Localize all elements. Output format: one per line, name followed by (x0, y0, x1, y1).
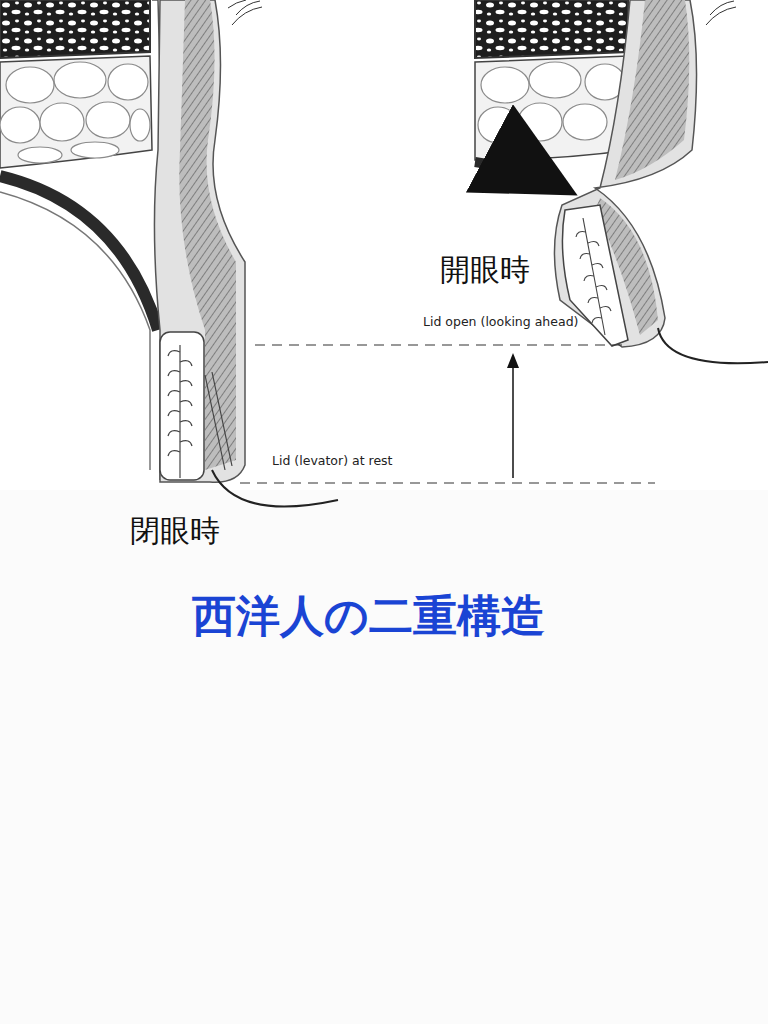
closed-lid-section (0, 0, 338, 507)
level-label: Lid (levator) at rest (272, 453, 392, 468)
ground (0, 490, 768, 1024)
open-lid-section (475, 0, 768, 363)
diagram-title: 西洋人の二重構造 (192, 590, 545, 643)
level-label: Lid open (looking ahead) (423, 314, 578, 329)
level-guides (240, 345, 655, 483)
state-label: 閉眼時 (130, 513, 220, 549)
state-label: 開眼時 (440, 252, 530, 288)
